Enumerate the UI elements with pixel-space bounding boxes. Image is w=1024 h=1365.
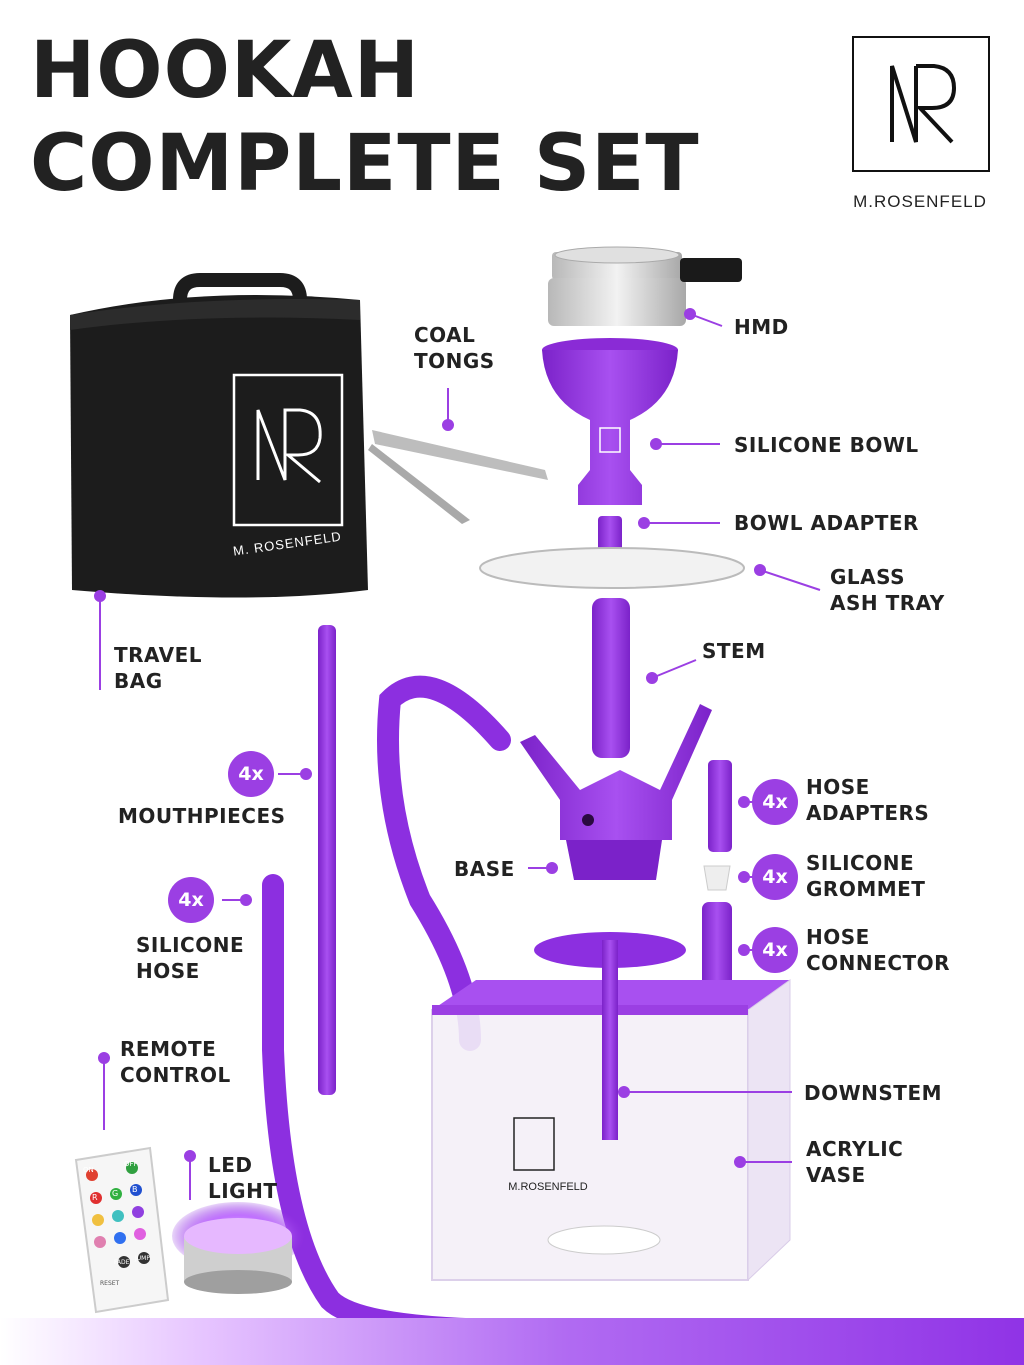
badge-silicone-hose: 4x [168, 877, 214, 923]
label-downstem: DOWNSTEM [804, 1081, 943, 1105]
led-light-icon [172, 1202, 304, 1294]
remote-icon [74, 1146, 170, 1314]
label-remote-control: REMOTE CONTROL [120, 1037, 231, 1087]
grommet-icon [703, 865, 731, 891]
stem-icon [592, 598, 630, 758]
label-travel-bag: TRAVEL BAG [114, 643, 203, 693]
remote-btn-jump: JUMP [135, 1255, 150, 1262]
hmd-icon [548, 246, 742, 326]
title-line-2: COMPLETE SET [30, 119, 700, 209]
ash-tray-icon [479, 547, 745, 589]
silicone-hose-icon [377, 675, 511, 1051]
label-mouthpieces: MOUTHPIECES [118, 804, 286, 828]
vase-brand-print: M.ROSENFELD [508, 1181, 588, 1193]
silicone-bowl-icon [542, 338, 678, 505]
base-icon [520, 704, 712, 880]
badge-hose-adapters: 4x [752, 779, 798, 825]
label-hose-connector: HOSE CONNECTOR [806, 925, 951, 975]
label-glass-ash-tray: GLASS ASH TRAY [830, 565, 945, 615]
mr-logo-icon [890, 64, 957, 144]
brand-logo [852, 36, 990, 172]
hose-adapter-icon [708, 760, 732, 852]
brand-name: M.ROSENFELD [853, 192, 987, 211]
label-bowl-adapter: BOWL ADAPTER [734, 511, 919, 535]
badge-hose-connector: 4x [752, 927, 798, 973]
label-hmd: HMD [734, 315, 789, 339]
remote-btn-r: R [92, 1193, 98, 1202]
remote-btn-off: OFF [124, 1160, 138, 1168]
remote-btn-fade: FADE [114, 1259, 130, 1266]
travel-bag-icon: M. ROSENFELD [70, 273, 368, 598]
label-led-light: LED LIGHT [208, 1153, 278, 1203]
hose-connector-icon [702, 902, 732, 994]
label-silicone-hose: SILICONE HOSE [136, 933, 245, 983]
vase-icon: M.ROSENFELD [431, 932, 791, 1282]
mouthpiece-icon [318, 625, 336, 1095]
title-line-1: HOOKAH [30, 26, 420, 116]
label-base: BASE [454, 857, 515, 881]
label-silicone-grommet: SILICONE GROMMET [806, 851, 926, 901]
label-acrylic-vase: ACRYLIC VASE [806, 1137, 904, 1187]
badge-mouthpieces: 4x [228, 751, 274, 797]
downstem-icon [602, 940, 618, 1140]
label-stem: STEM [702, 639, 766, 663]
coal-tongs-icon [368, 430, 548, 524]
label-hose-adapters: HOSE ADAPTERS [806, 775, 930, 825]
label-silicone-bowl: SILICONE BOWL [734, 433, 919, 457]
remote-btn-b: B [132, 1185, 138, 1194]
label-coal-tongs: COAL TONGS [414, 323, 495, 373]
remote-btn-reset: RESET [100, 1280, 120, 1287]
badge-silicone-grommet: 4x [752, 854, 798, 900]
footer-gradient-bar [0, 1318, 1024, 1365]
remote-btn-on: ON [83, 1166, 94, 1174]
remote-btn-g: G [112, 1189, 119, 1198]
